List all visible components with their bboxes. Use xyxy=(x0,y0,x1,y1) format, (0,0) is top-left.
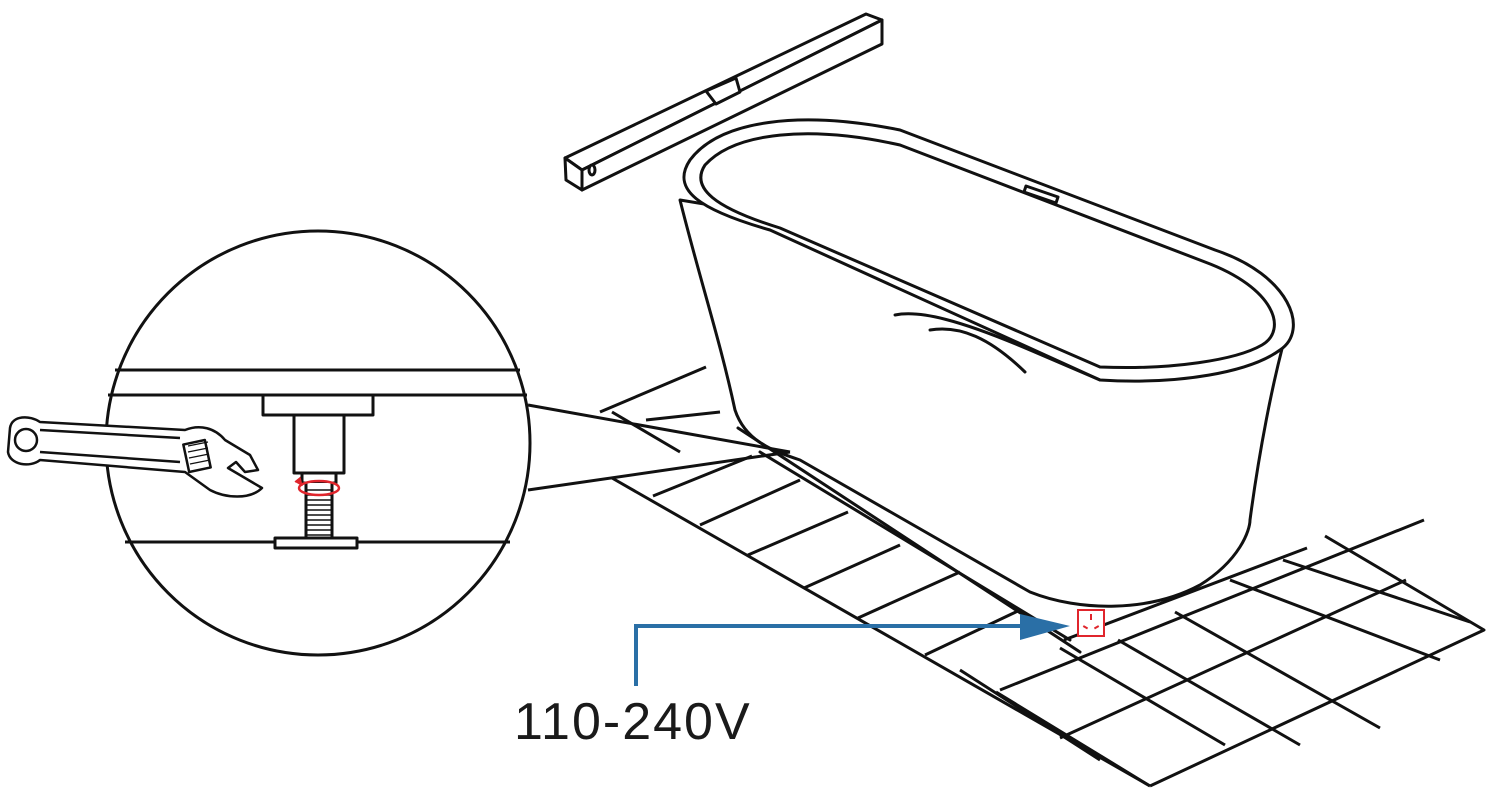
rotation-indicator xyxy=(294,476,341,497)
spirit-level-icon xyxy=(563,12,884,192)
voltage-label: 110-240V xyxy=(514,693,752,751)
power-outlet-icon xyxy=(1077,609,1105,637)
adjustable-leg xyxy=(261,393,375,550)
voltage-pointer-arrow xyxy=(634,614,1070,686)
adjustable-wrench-icon xyxy=(6,416,264,498)
freestanding-bathtub xyxy=(678,118,1295,654)
